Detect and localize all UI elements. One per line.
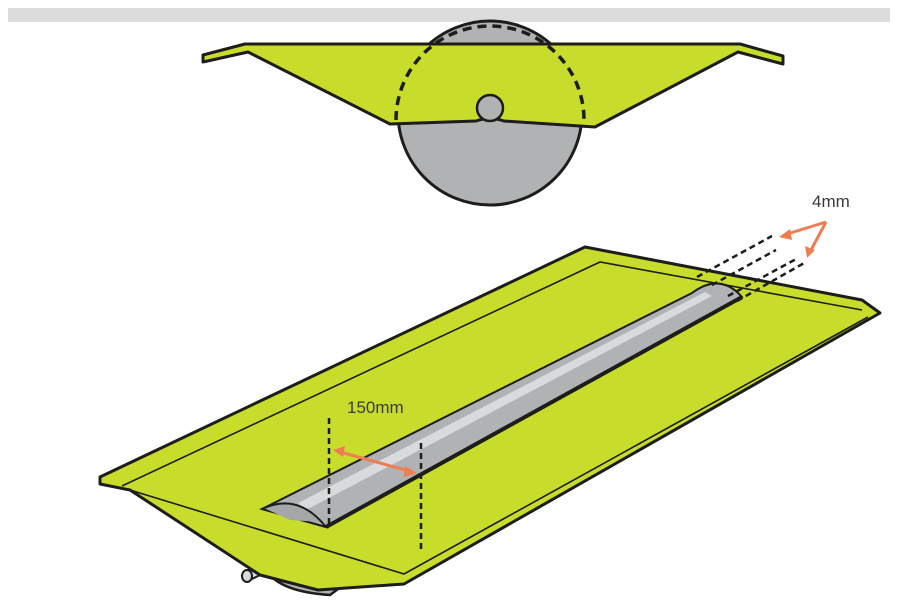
top-band (8, 8, 890, 22)
dimension-label-4: 4mm (812, 192, 850, 211)
gap-line-upper-2 (711, 248, 777, 287)
cross-section-view (201, 19, 785, 207)
pipe-end-shade (266, 504, 320, 522)
cable-end-cap (241, 569, 253, 583)
gap-line-lower (736, 260, 807, 303)
dimension-arrow-4 (779, 220, 828, 258)
cable-section (475, 93, 505, 123)
pipe-highlight (298, 292, 712, 510)
fold-line-front (129, 316, 869, 575)
gap-line-upper (696, 234, 773, 279)
perspective-view: 150mm 4mm (98, 192, 882, 597)
dimension-label-150: 150mm (347, 398, 404, 417)
pipe-contact-line (325, 295, 743, 529)
fold-line-back (121, 261, 863, 487)
dimension-arrow-150 (333, 446, 417, 477)
gap-line-lower-2 (727, 256, 799, 298)
fold-line-left (99, 483, 131, 491)
